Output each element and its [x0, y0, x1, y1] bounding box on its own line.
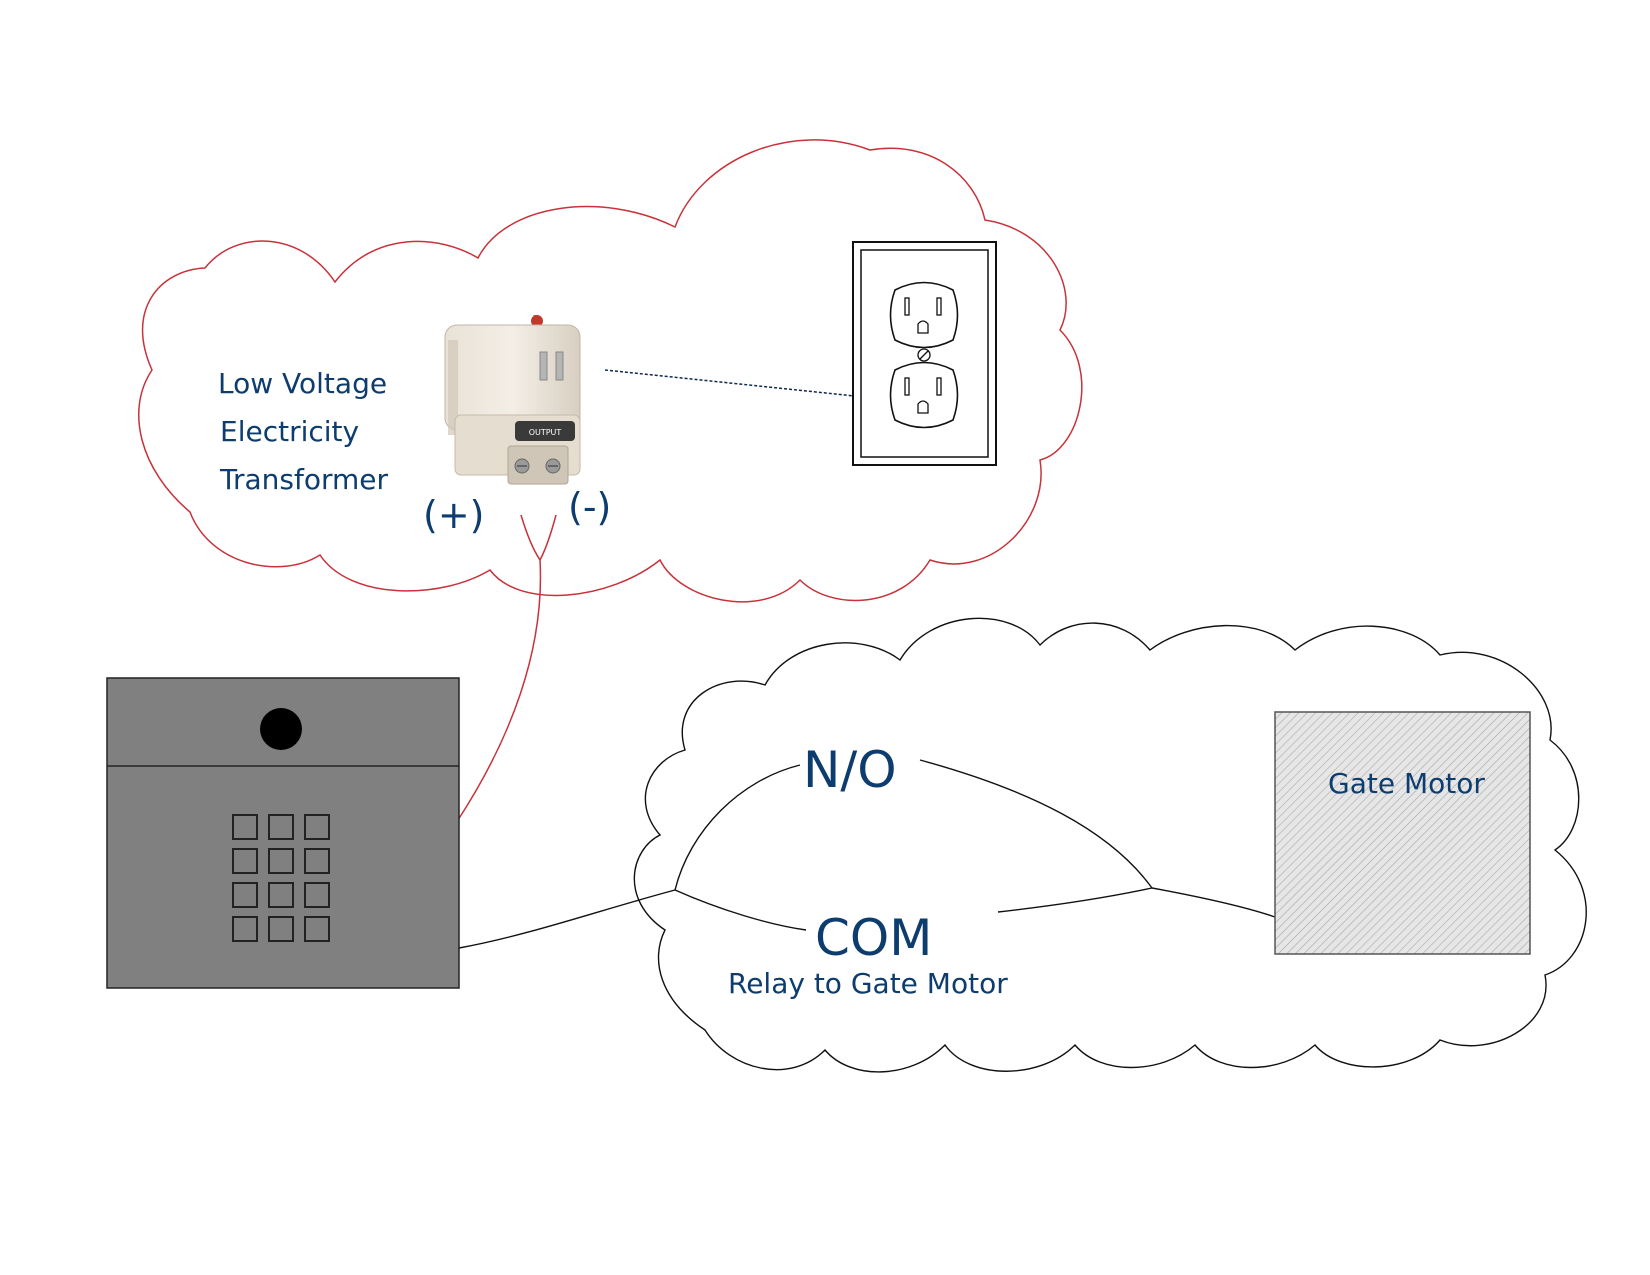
power-wire-minus [539, 514, 557, 561]
transformer-label-line-2: Electricity [220, 415, 359, 448]
transformer-device: OUTPUT [444, 315, 581, 485]
no-terminal-label: N/O [803, 741, 897, 799]
com-wire-left [674, 889, 807, 931]
transformer-label-line-1: Low Voltage [218, 367, 387, 400]
keypad-buttons [232, 814, 330, 942]
no-wire-right [919, 759, 1153, 889]
output-label: OUTPUT [529, 428, 562, 437]
no-wire-left [674, 764, 801, 891]
power-wire-to-keypad [457, 559, 542, 821]
com-wire-right [997, 887, 1153, 913]
plug-arrow [604, 369, 894, 404]
power-wire-plus [520, 514, 541, 561]
wall-outlet [852, 241, 997, 466]
wire-to-gate-motor [1151, 887, 1276, 918]
keypad-camera-lens [260, 708, 302, 750]
plus-terminal-label: (+) [423, 493, 485, 537]
gate-motor-box [1274, 711, 1531, 955]
transformer-label-line-3: Transformer [219, 463, 389, 496]
minus-terminal-label: (-) [568, 485, 611, 529]
keypad-to-relay-wire [458, 889, 676, 949]
gate-motor-label: Gate Motor [1328, 767, 1485, 800]
power-cloud [138, 139, 1083, 603]
relay-caption: Relay to Gate Motor [728, 967, 1008, 1000]
relay-cloud [633, 617, 1587, 1073]
com-terminal-label: COM [815, 909, 932, 967]
keypad-unit [106, 677, 460, 989]
